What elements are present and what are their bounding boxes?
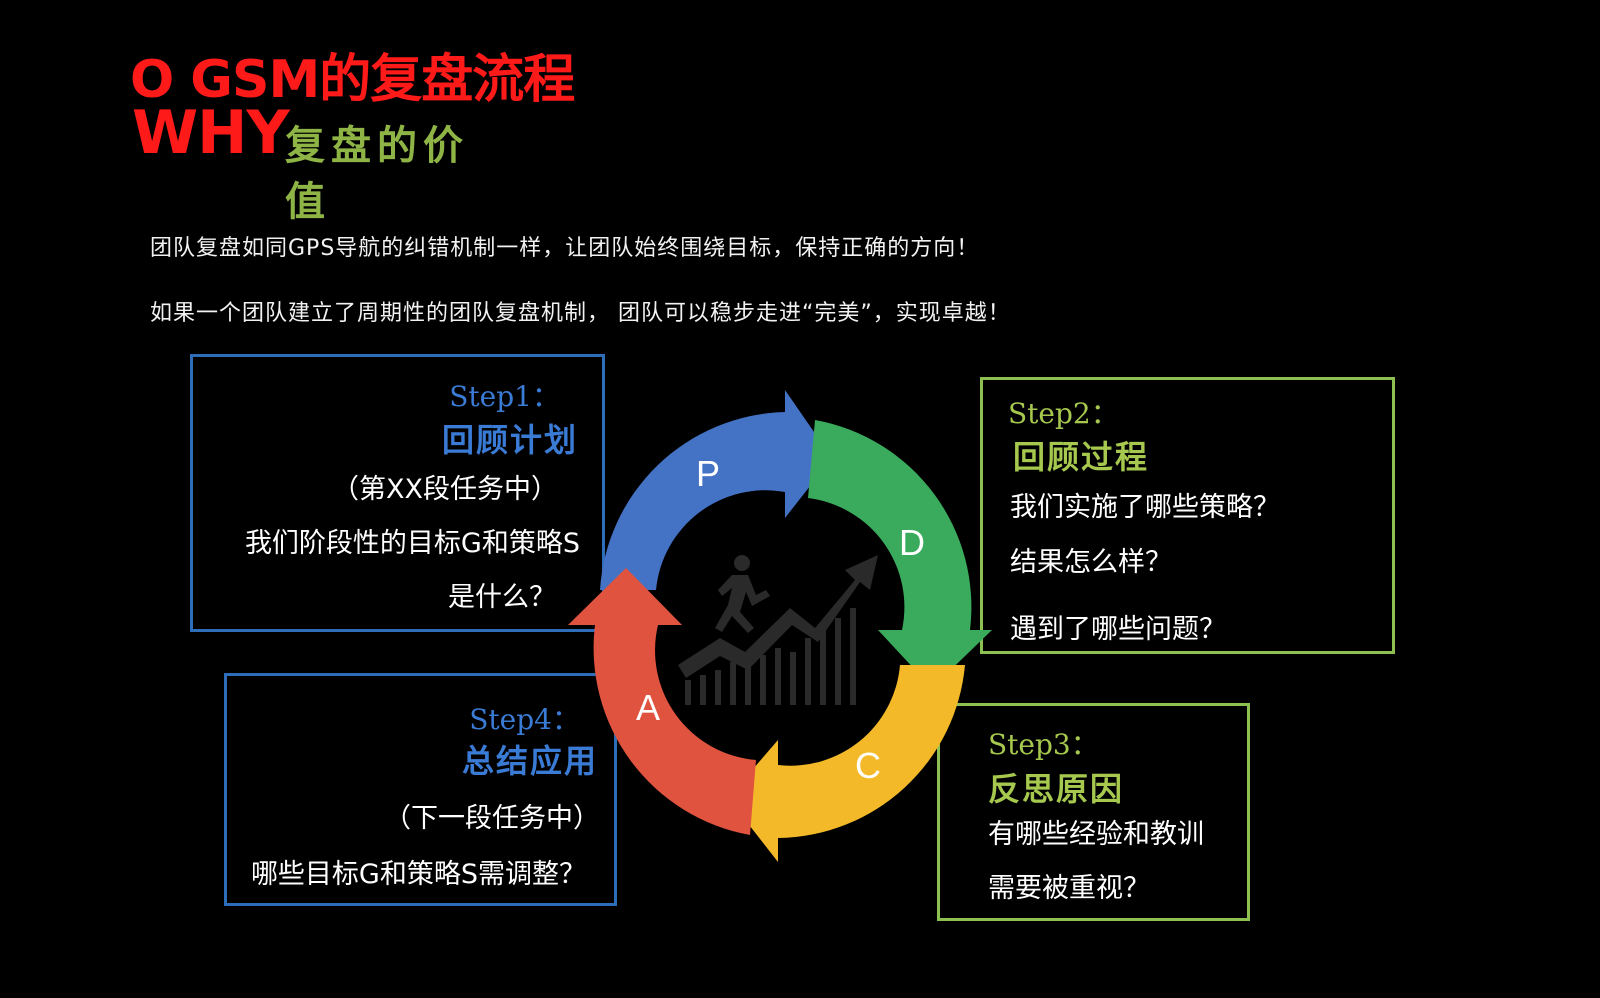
step4-line-2: 哪些目标G和策略S需调整？ — [250, 859, 586, 890]
why-heading: WHY — [132, 98, 290, 168]
step1-line-3: 是什么？ — [448, 582, 556, 613]
c-label: C — [855, 745, 881, 786]
step4-line-1: （下一段任务中） — [384, 803, 600, 834]
intro-line-2: 如果一个团队建立了周期性的团队复盘机制， 团队可以稳步走进“完美”，实现卓越！ — [150, 301, 1011, 326]
step2-box: Step2： 回顾过程 我们实施了哪些策略？ 结果怎么样？ 遇到了哪些问题？ — [980, 377, 1395, 654]
pdca-cycle: P D C A — [568, 390, 992, 862]
step1-line-2: 我们阶段性的目标G和策略S — [244, 528, 580, 559]
page-title: O GSM的复盘流程 — [130, 50, 575, 110]
step2-line-3: 遇到了哪些问题？ — [1010, 614, 1226, 645]
step1-title: 回顾计划 — [441, 421, 578, 459]
step1-box: Step1： 回顾计划 （第XX段任务中） 我们阶段性的目标G和策略S 是什么？ — [190, 354, 605, 632]
step3-title: 反思原因 — [988, 770, 1125, 808]
a-arrow — [568, 568, 756, 835]
step2-title: 回顾过程 — [1013, 438, 1150, 476]
step3-line-1: 有哪些经验和教训 — [988, 819, 1204, 850]
p-arrow — [600, 390, 832, 590]
step3-line-2: 需要被重视？ — [988, 873, 1150, 904]
step3-box: Step3： 反思原因 有哪些经验和教训 需要被重视？ — [937, 703, 1250, 921]
step4-title: 总结应用 — [461, 742, 598, 780]
step2-line-2: 结果怎么样？ — [1010, 547, 1172, 578]
step1-line-1: （第XX段任务中） — [332, 474, 558, 505]
a-label: A — [636, 687, 660, 728]
runner-icon — [715, 555, 770, 633]
d-label: D — [899, 522, 925, 563]
step4-label: Step4： — [469, 703, 580, 736]
step4-box: Step4： 总结应用 （下一段任务中） 哪些目标G和策略S需调整？ — [224, 673, 617, 906]
d-arrow — [808, 420, 992, 688]
growth-chart-icon — [678, 555, 878, 705]
step2-label: Step2： — [1008, 397, 1119, 430]
step1-label: Step1： — [449, 380, 560, 413]
step2-line-1: 我们实施了哪些策略？ — [1010, 492, 1280, 523]
c-arrow — [728, 665, 965, 862]
step3-label: Step3： — [988, 728, 1099, 761]
intro-line-1: 团队复盘如同GPS导航的纠错机制一样，让团队始终围绕目标，保持正确的方向！ — [150, 236, 980, 261]
value-heading: 复盘的价值 — [285, 123, 469, 225]
p-label: P — [696, 453, 720, 494]
